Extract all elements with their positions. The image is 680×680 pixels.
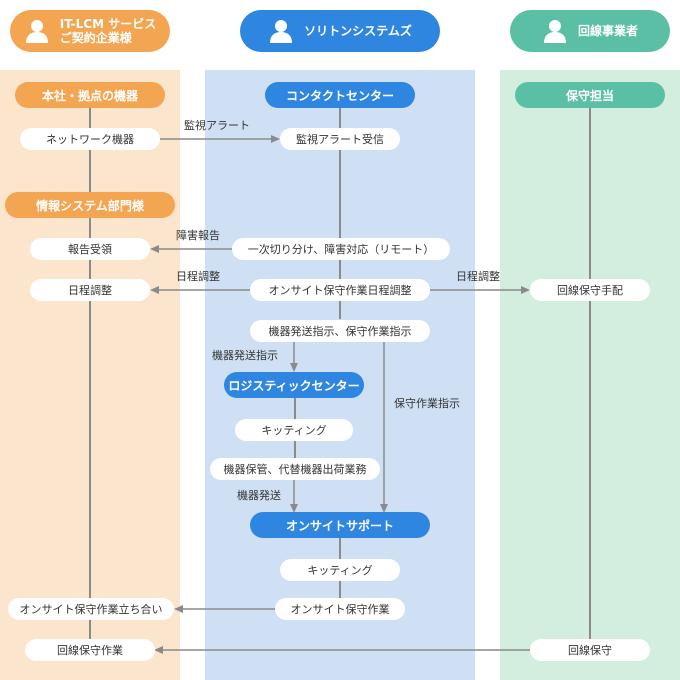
node-kitting-logistics: キッティング bbox=[235, 419, 353, 441]
label-schedule-right: 日程調整 bbox=[456, 270, 500, 283]
arrowhead bbox=[290, 363, 298, 372]
header-carrier-label: 回線事業者 bbox=[577, 24, 638, 38]
header-customer: IT-LCM サービス ご契約企業様 bbox=[10, 10, 170, 52]
section-contact-center: コンタクトセンター bbox=[265, 82, 415, 108]
header-soliton-label: ソリトンシステムズ bbox=[304, 24, 412, 38]
label-ship: 機器発送 bbox=[237, 489, 281, 502]
arrowhead bbox=[154, 646, 163, 654]
node-line-arrange: 回線保守手配 bbox=[530, 279, 650, 301]
person-icon bbox=[25, 20, 48, 43]
arrowhead bbox=[174, 605, 183, 613]
section-hq-devices: 本社・拠点の機器 bbox=[15, 82, 165, 108]
header-soliton: ソリトンシステムズ bbox=[240, 10, 440, 52]
node-alert-received: 監視アラート受信 bbox=[280, 128, 400, 150]
person-icon bbox=[543, 20, 566, 43]
node-dispatch-instruction: 機器発送指示、保守作業指示 bbox=[250, 320, 430, 342]
connector bbox=[589, 97, 591, 650]
node-first-triage: 一次切り分け、障害対応（リモート） bbox=[232, 238, 450, 260]
label-maint-instruction: 保守作業指示 bbox=[394, 397, 460, 410]
arrowhead bbox=[290, 504, 298, 513]
node-line-maint-work: 回線保守作業 bbox=[25, 639, 155, 661]
header-carrier: 回線事業者 bbox=[510, 10, 670, 52]
label-monitor-alert: 監視アラート bbox=[184, 119, 250, 132]
connector bbox=[89, 97, 91, 644]
arrowhead bbox=[521, 286, 530, 294]
node-line-maint: 回線保守 bbox=[530, 639, 650, 661]
node-network-device: ネットワーク機器 bbox=[20, 128, 160, 150]
connector bbox=[339, 97, 341, 319]
arrowhead bbox=[150, 245, 159, 253]
label-ship-instruction: 機器発送指示 bbox=[212, 349, 278, 362]
node-kitting-onsite: キッティング bbox=[280, 559, 400, 581]
header-customer-line2: ご契約企業様 bbox=[59, 31, 132, 45]
node-storage-shipping: 機器保管、代替機器出荷業務 bbox=[210, 458, 380, 480]
arrowhead bbox=[150, 286, 159, 294]
section-maint-owner: 保守担当 bbox=[515, 82, 665, 108]
node-onsite-work: オンサイト保守作業 bbox=[275, 598, 405, 620]
section-it-department: 情報システム部門様 bbox=[5, 192, 175, 218]
label-schedule-left: 日程調整 bbox=[176, 270, 220, 283]
node-onsite-attend: オンサイト保守作業立ち合い bbox=[8, 598, 174, 620]
section-logistics-center: ロジスティックセンター bbox=[224, 372, 364, 398]
person-icon bbox=[270, 20, 293, 43]
node-report-received: 報告受領 bbox=[30, 238, 150, 260]
section-onsite-support: オンサイトサポート bbox=[250, 512, 430, 538]
arrowhead bbox=[380, 504, 388, 513]
label-fault-report: 障害報告 bbox=[176, 229, 220, 242]
node-schedule-left: 日程調整 bbox=[30, 279, 150, 301]
node-onsite-schedule: オンサイト保守作業日程調整 bbox=[250, 279, 430, 301]
arrowhead bbox=[271, 135, 280, 143]
header-customer-line1: IT-LCM サービス bbox=[59, 17, 157, 31]
